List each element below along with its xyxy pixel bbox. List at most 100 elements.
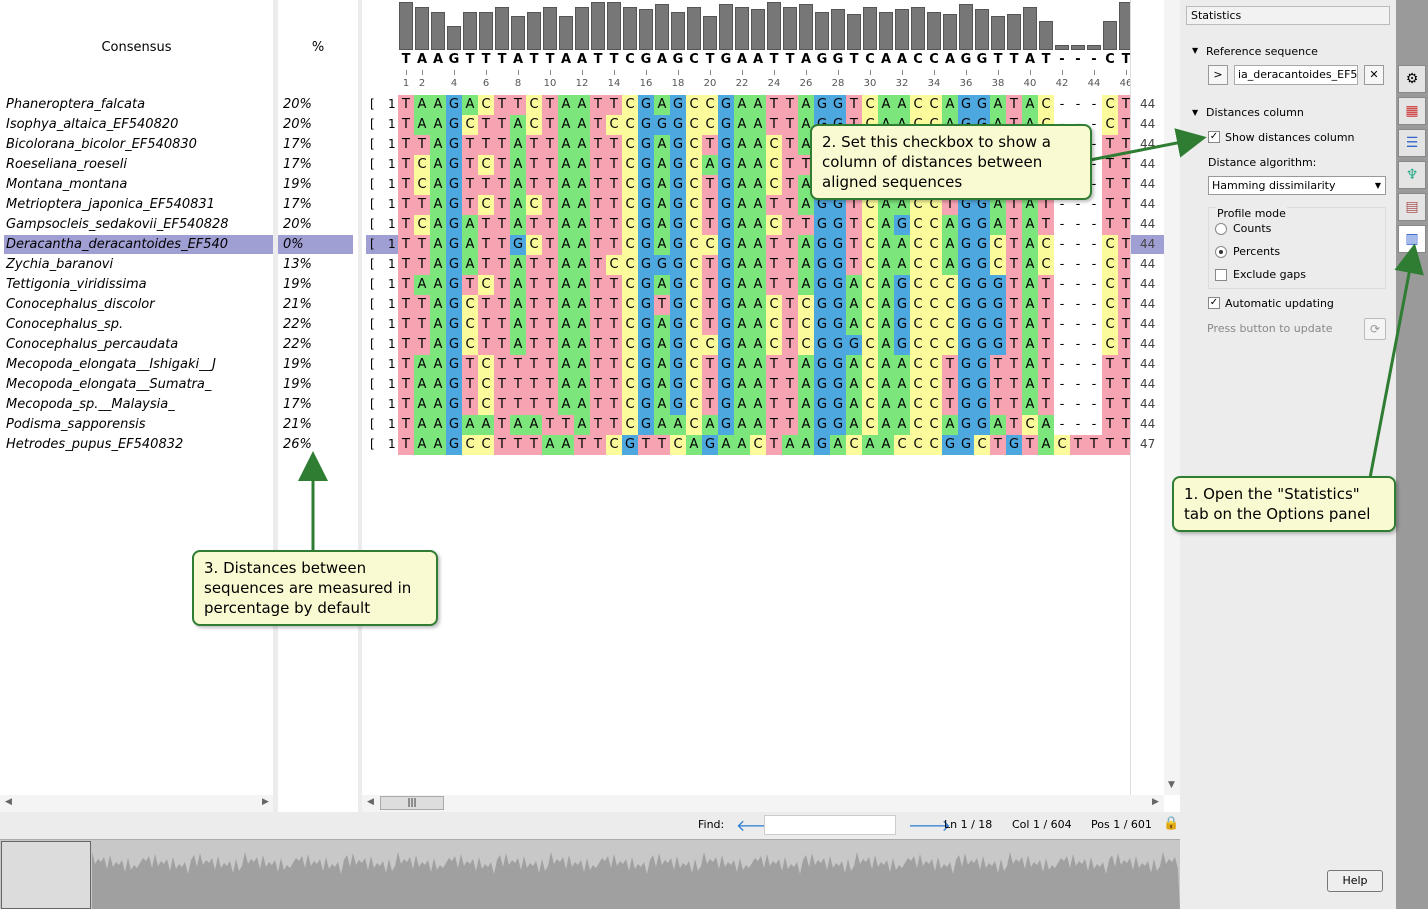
- alignment-base[interactable]: G: [670, 155, 686, 175]
- alignment-base[interactable]: T: [702, 395, 718, 415]
- alignment-base[interactable]: T: [702, 295, 718, 315]
- alignment-base[interactable]: A: [654, 95, 670, 115]
- alignment-base[interactable]: T: [478, 315, 494, 335]
- alignment-base[interactable]: A: [462, 235, 478, 255]
- alignment-base[interactable]: T: [766, 415, 782, 435]
- alignment-base[interactable]: G: [670, 115, 686, 135]
- alignment-base[interactable]: A: [414, 395, 430, 415]
- alignment-base[interactable]: T: [494, 215, 510, 235]
- alignment-base[interactable]: C: [622, 255, 638, 275]
- alignment-base[interactable]: T: [846, 215, 862, 235]
- alignment-base[interactable]: T: [494, 315, 510, 335]
- alignment-base[interactable]: G: [814, 275, 830, 295]
- alignment-base[interactable]: G: [814, 415, 830, 435]
- alignment-base[interactable]: C: [606, 255, 622, 275]
- alignment-base[interactable]: T: [542, 255, 558, 275]
- alignment-base[interactable]: T: [606, 215, 622, 235]
- alignment-base[interactable]: -: [1086, 235, 1102, 255]
- scroll-right-icon[interactable]: ▶: [1152, 797, 1159, 807]
- alignment-base[interactable]: G: [830, 255, 846, 275]
- alignment-base[interactable]: A: [510, 415, 526, 435]
- alignment-base[interactable]: C: [1102, 295, 1118, 315]
- alignment-base[interactable]: T: [526, 175, 542, 195]
- alignment-base[interactable]: T: [1102, 155, 1118, 175]
- alignment-base[interactable]: G: [974, 375, 990, 395]
- alignment-base[interactable]: A: [942, 95, 958, 115]
- alignment-base[interactable]: T: [846, 195, 862, 215]
- sequence-name[interactable]: Isophya_altaica_EF540820: [6, 117, 179, 132]
- alignment-base[interactable]: T: [398, 115, 414, 135]
- alignment-base[interactable]: G: [446, 155, 462, 175]
- alignment-base[interactable]: G: [638, 215, 654, 235]
- alignment-base[interactable]: T: [542, 275, 558, 295]
- alignment-base[interactable]: T: [702, 175, 718, 195]
- alignment-base[interactable]: T: [494, 255, 510, 275]
- alignment-base[interactable]: T: [782, 255, 798, 275]
- alignment-base[interactable]: G: [974, 335, 990, 355]
- alignment-base[interactable]: C: [862, 315, 878, 335]
- alignment-base[interactable]: -: [1086, 335, 1102, 355]
- alignment-base[interactable]: C: [686, 295, 702, 315]
- alignment-base[interactable]: T: [398, 435, 414, 455]
- alignment-base[interactable]: G: [814, 195, 830, 215]
- alignment-base[interactable]: -: [1086, 395, 1102, 415]
- alignment-base[interactable]: C: [622, 275, 638, 295]
- alignment-base[interactable]: G: [670, 295, 686, 315]
- alignment-base[interactable]: A: [654, 235, 670, 255]
- alignment-base[interactable]: T: [398, 95, 414, 115]
- alignment-base[interactable]: C: [622, 215, 638, 235]
- alignment-base[interactable]: G: [718, 235, 734, 255]
- clear-reference-button[interactable]: ✕: [1364, 65, 1384, 85]
- alignment-base[interactable]: T: [590, 335, 606, 355]
- alignment-base[interactable]: A: [558, 255, 574, 275]
- alignment-base[interactable]: T: [766, 95, 782, 115]
- layout-icon[interactable]: ☰: [1398, 129, 1426, 157]
- alignment-base[interactable]: -: [1054, 315, 1070, 335]
- alignment-base[interactable]: C: [462, 435, 478, 455]
- alignment-base[interactable]: T: [542, 335, 558, 355]
- alignment-base[interactable]: C: [926, 315, 942, 335]
- alignment-base[interactable]: T: [494, 195, 510, 215]
- alignment-base[interactable]: G: [718, 215, 734, 235]
- alignment-base[interactable]: C: [462, 315, 478, 335]
- alignment-base[interactable]: A: [1022, 95, 1038, 115]
- alignment-base[interactable]: C: [622, 315, 638, 335]
- alignment-base[interactable]: -: [1054, 235, 1070, 255]
- alignment-base[interactable]: T: [494, 235, 510, 255]
- colors-icon[interactable]: ▦: [1398, 97, 1426, 125]
- alignment-base[interactable]: A: [894, 415, 910, 435]
- alignment-base[interactable]: C: [414, 215, 430, 235]
- alignment-base[interactable]: A: [462, 215, 478, 235]
- alignment-base[interactable]: C: [686, 355, 702, 375]
- alignment-base[interactable]: T: [606, 415, 622, 435]
- alignment-base[interactable]: T: [398, 355, 414, 375]
- scroll-left-icon[interactable]: ◀: [5, 797, 12, 807]
- alignment-base[interactable]: T: [1006, 215, 1022, 235]
- sequence-name[interactable]: Conocephalus_percaudata: [6, 337, 179, 352]
- alignment-base[interactable]: C: [686, 275, 702, 295]
- alignment-base[interactable]: A: [782, 435, 798, 455]
- alignment-base[interactable]: C: [670, 435, 686, 455]
- alignment-base[interactable]: T: [590, 395, 606, 415]
- alignment-base[interactable]: A: [734, 95, 750, 115]
- alignment-base[interactable]: T: [510, 95, 526, 115]
- alignment-base[interactable]: A: [654, 335, 670, 355]
- alignment-base[interactable]: C: [622, 175, 638, 195]
- alignment-base[interactable]: T: [478, 115, 494, 135]
- alignment-base[interactable]: C: [766, 335, 782, 355]
- alignment-base[interactable]: T: [1102, 435, 1118, 455]
- settings-icon[interactable]: ⚙: [1398, 65, 1426, 93]
- alignment-base[interactable]: A: [414, 275, 430, 295]
- alignment-base[interactable]: G: [638, 355, 654, 375]
- alignment-base[interactable]: A: [510, 115, 526, 135]
- alignment-base[interactable]: T: [798, 215, 814, 235]
- alignment-base[interactable]: A: [734, 415, 750, 435]
- alignment-base[interactable]: C: [926, 255, 942, 275]
- alignment-base[interactable]: A: [574, 335, 590, 355]
- alignment-base[interactable]: G: [718, 395, 734, 415]
- alignment-base[interactable]: T: [526, 435, 542, 455]
- alignment-base[interactable]: A: [798, 275, 814, 295]
- alignment-base[interactable]: A: [1022, 395, 1038, 415]
- alignment-base[interactable]: A: [702, 415, 718, 435]
- alignment-base[interactable]: C: [942, 275, 958, 295]
